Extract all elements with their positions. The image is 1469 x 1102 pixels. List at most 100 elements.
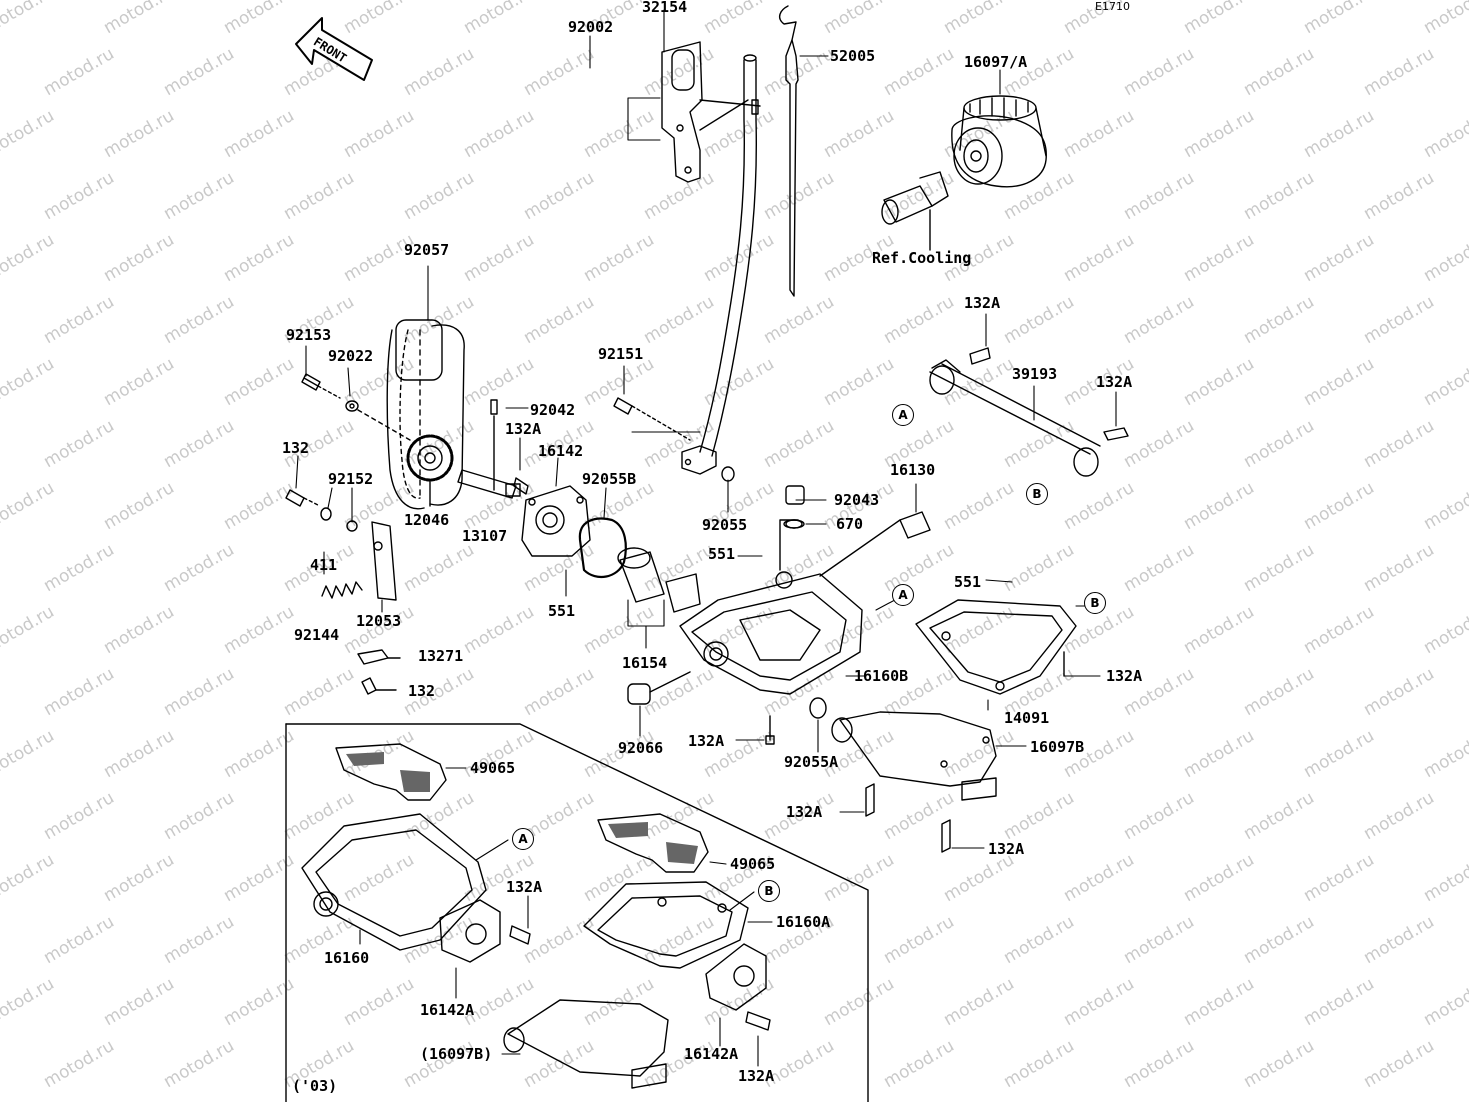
bolt-132-lower — [361, 677, 397, 695]
washer-411 — [320, 507, 332, 521]
part-label-16142: 16142 — [538, 442, 584, 460]
pipe-39193 — [929, 359, 1101, 477]
part-label-92152: 92152 — [328, 470, 374, 488]
bolt-132a-inset2 — [745, 1011, 771, 1031]
part-label-16097b: 16097B — [1030, 738, 1085, 756]
callout-a-inset: A — [512, 828, 534, 850]
callout-b-cover: B — [1084, 592, 1106, 614]
dipstick-tube — [681, 54, 759, 475]
part-label-92153: 92153 — [286, 326, 332, 344]
plate-13271 — [357, 649, 401, 665]
part-label-132a-b2: 132A — [988, 840, 1025, 858]
gasket-49065-b — [597, 813, 709, 873]
part-label-132a-inset2: 132A — [738, 1067, 775, 1085]
oil-pump-16142 — [513, 477, 591, 557]
bolt-132a-b2 — [941, 819, 951, 853]
part-label-132a-mid: 132A — [505, 420, 542, 438]
diagram-code: E1710 — [1095, 0, 1130, 13]
part-label-92057: 92057 — [404, 241, 450, 259]
part-label-16160: 16160 — [324, 949, 370, 967]
part-label-92055: 92055 — [702, 516, 748, 534]
part-label-13271: 13271 — [418, 647, 464, 665]
part-label-92002: 92002 — [568, 18, 614, 36]
part-label-16097a: 16097/A — [964, 53, 1028, 71]
part-label-39193: 39193 — [1012, 365, 1058, 383]
bushing-92066 — [627, 671, 691, 705]
part-label-13107: 13107 — [462, 527, 508, 545]
part-label-16130: 16130 — [890, 461, 936, 479]
part-label-12046: 12046 — [404, 511, 450, 529]
part-label-16160a: 16160A — [776, 913, 831, 931]
nozzle-16130 — [819, 511, 931, 577]
shaft-13107 — [457, 399, 521, 499]
part-label-49065-a: 49065 — [470, 759, 516, 777]
sprocket-12046 — [406, 434, 454, 507]
part-label-551-c: 551 — [548, 602, 576, 620]
oring-92055a — [809, 697, 827, 719]
washer-92022 — [345, 400, 411, 441]
part-label-52005: 52005 — [830, 47, 876, 65]
callout-a-pipe: A — [892, 404, 914, 426]
part-label-132a-b1: 132A — [786, 803, 823, 821]
leader-lines — [295, 9, 1117, 1067]
part-label-132: 132 — [282, 439, 310, 457]
oring-670 — [783, 519, 805, 529]
oring-92055 — [721, 466, 735, 482]
dipstick-52005 — [778, 5, 799, 297]
callout-b-inset: B — [758, 880, 780, 902]
part-label-411: 411 — [310, 556, 338, 574]
plate-12053 — [371, 521, 397, 601]
part-label-132a-m2: 132A — [688, 732, 725, 750]
cover-16142a-2 — [705, 943, 767, 1011]
part-label-12053: 12053 — [356, 612, 402, 630]
part-label-16097b-inset: (16097B) — [420, 1045, 493, 1063]
callout-b-pipe: B — [1026, 483, 1048, 505]
bolt-132a-b1 — [865, 783, 875, 817]
part-label-92022: 92022 — [328, 347, 374, 365]
bracket-32154 — [661, 41, 761, 183]
part-label-16154: 16154 — [622, 654, 668, 672]
front-arrow-icon — [295, 17, 373, 81]
part-label-92055b: 92055B — [582, 470, 637, 488]
cooling-fitting — [881, 171, 949, 251]
part-label-132a-r2: 132A — [1106, 667, 1143, 685]
spring-92144 — [321, 581, 363, 599]
part-label-92055a: 92055A — [784, 753, 839, 771]
part-label-16142a-2: 16142A — [684, 1045, 739, 1063]
part-label-92043: 92043 — [834, 491, 880, 509]
part-label-14091: 14091 — [1004, 709, 1050, 727]
gasket-92055b — [578, 517, 627, 579]
bolt-132a-top — [969, 347, 991, 365]
inset-year-note: ('03) — [292, 1077, 338, 1095]
part-label-92066: 92066 — [618, 739, 664, 757]
housing-16097b — [831, 711, 997, 801]
bolt-132 — [285, 489, 321, 507]
callout-a-pan: A — [892, 584, 914, 606]
part-label-16142a-1: 16142A — [420, 1001, 475, 1019]
bolt-92151 — [613, 397, 691, 441]
part-label-92144: 92144 — [294, 626, 340, 644]
cover-14091 — [915, 599, 1077, 695]
part-label-551-b: 551 — [954, 573, 982, 591]
part-label-16160b: 16160B — [854, 667, 909, 685]
inset-frame — [285, 723, 869, 1102]
strainer-16154 — [617, 547, 701, 613]
part-label-92151: 92151 — [598, 345, 644, 363]
part-label-132a-top: 132A — [964, 294, 1001, 312]
oil-pan-16160a — [583, 881, 749, 969]
part-label-132-lower: 132 — [408, 682, 436, 700]
oil-filter-16097a — [951, 95, 1047, 188]
ref-cooling-note: Ref.Cooling — [872, 249, 972, 267]
housing-16097b-inset — [503, 999, 669, 1089]
chain-92057 — [386, 319, 465, 510]
bolt-92153 — [301, 373, 341, 399]
gasket-49065-a — [335, 743, 447, 801]
part-label-132a-inset: 132A — [506, 878, 543, 896]
part-label-92042: 92042 — [530, 401, 576, 419]
bolt-132a-right — [1103, 427, 1129, 441]
plug-92043 — [785, 485, 805, 505]
part-label-32154: 32154 — [642, 0, 688, 16]
part-label-551-a: 551 — [708, 545, 736, 563]
